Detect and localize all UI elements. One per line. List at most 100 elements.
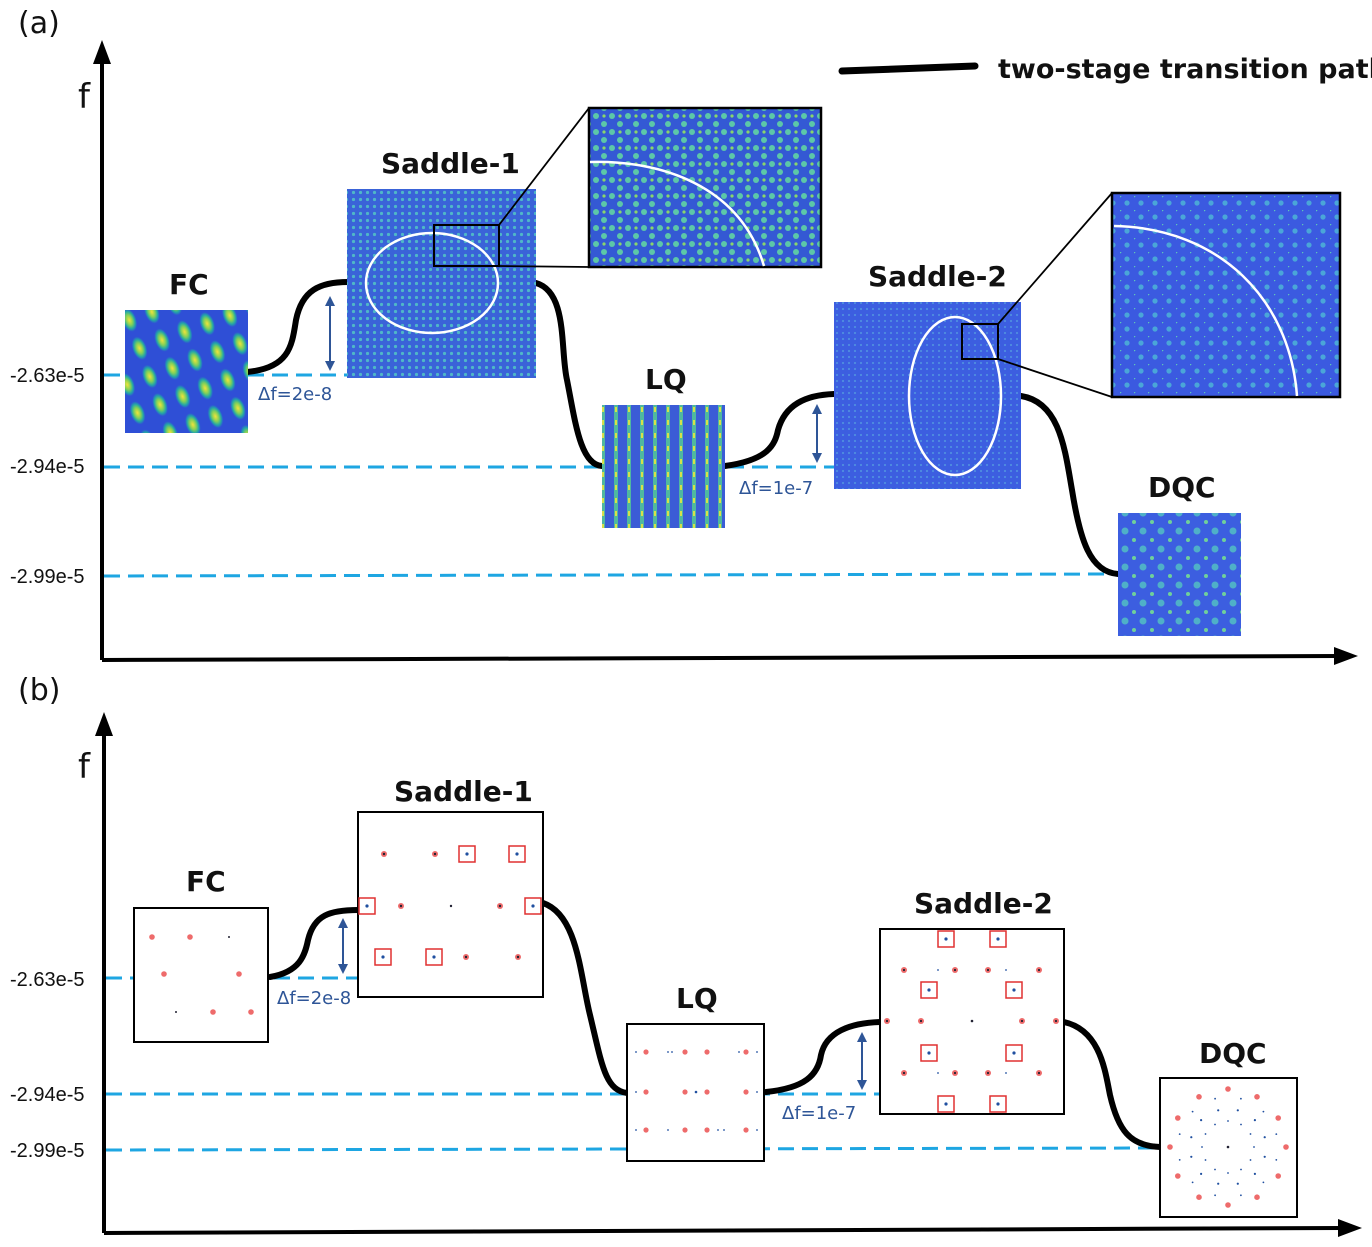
dqc-diffraction-peak <box>1214 1168 1216 1171</box>
panel-b-lq-peaks <box>643 1049 749 1133</box>
panel-a-f-label: f <box>78 77 91 117</box>
dqc-diffraction-peak <box>1249 1133 1252 1135</box>
dqc-diffraction-peak <box>1190 1136 1193 1139</box>
dqc-diffraction-peak <box>1254 1094 1260 1100</box>
dqc-diffraction-peak <box>1204 1159 1207 1161</box>
panel-a-delta2-arrowhead-up <box>812 404 822 414</box>
dqc-diffraction-peak <box>1178 1159 1181 1161</box>
dqc-diffraction-peak <box>1227 1120 1229 1122</box>
panel-b-saddle1-frame <box>357 811 544 998</box>
dqc-diffraction-peak <box>1240 1097 1242 1100</box>
dqc-diffraction-peak <box>1214 1194 1216 1197</box>
dqc-diffraction-peak <box>1253 1119 1256 1122</box>
panel-b-delta2-arrowhead-up <box>857 1032 867 1042</box>
dqc-diffraction-peak <box>1240 1194 1242 1197</box>
panel-a-x-axis <box>101 654 1341 662</box>
panel-a-saddle1-label: Saddle-1 <box>381 147 520 180</box>
dqc-diffraction-peak <box>1275 1173 1281 1179</box>
dqc-diffraction-peak <box>1236 1109 1239 1112</box>
panel-a-saddle1-zoom-arc <box>589 160 766 267</box>
panel-b-delta2-label: Δf=1e-7 <box>782 1103 856 1124</box>
dqc-diffraction-peak <box>1227 1172 1229 1174</box>
panel-b-fc-label: FC <box>186 865 226 898</box>
dqc-diffraction-peak <box>1275 1115 1281 1121</box>
panel-b-saddle2-highlight-boxes <box>920 930 1023 1113</box>
dqc-diffraction-peak <box>1204 1133 1207 1135</box>
panel-a-level-3-line <box>103 572 1119 578</box>
panel-a-x-arrowhead <box>1334 647 1358 665</box>
panel-b-saddle2-peaks <box>884 937 1059 1106</box>
panel-a-delta1-arrowhead-down <box>325 361 335 371</box>
dqc-diffraction-peak <box>1167 1144 1173 1150</box>
dqc-diffraction-peak <box>1236 1182 1239 1185</box>
panel-b-delta1-arrowhead-down <box>338 964 348 974</box>
dqc-diffraction-peak <box>1214 1123 1216 1126</box>
panel-a-saddle2-zoom-box <box>961 323 999 360</box>
panel-b-path-segment-1 <box>267 907 361 980</box>
panel-b: (b) f -2.63e-5 -2.94e-5 -2.99e-5 FC <box>10 673 1362 1237</box>
dqc-diffraction-peak <box>1191 1110 1194 1113</box>
panel-b-path-segment-3 <box>763 1019 883 1095</box>
panel-a-level-1-label: -2.63e-5 <box>10 365 85 387</box>
dqc-diffraction-peak <box>1275 1133 1278 1135</box>
panel-b-dqc-frame <box>1159 1077 1298 1218</box>
dqc-diffraction-peak <box>1249 1159 1252 1161</box>
panel-a-y-arrowhead <box>93 40 111 64</box>
panel-b-saddle1-highlight-boxes <box>358 845 542 966</box>
panel-b-saddle1-peaks <box>365 851 535 960</box>
panel-a-delta2-label: Δf=1e-7 <box>739 478 813 499</box>
panel-b-fc-peaks <box>149 934 254 1015</box>
panel-a-lq-pattern <box>602 405 725 528</box>
panel-b-level-3-line <box>105 1146 1161 1152</box>
panel-a-saddle2-zoom-arc <box>1113 224 1299 397</box>
dqc-diffraction-peak <box>1253 1146 1255 1148</box>
dqc-diffraction-peak <box>1275 1159 1278 1161</box>
panel-a-delta2-arrowhead-down <box>812 453 822 463</box>
panel-b-saddle2-label: Saddle-2 <box>914 887 1053 920</box>
dqc-diffraction-peak <box>1225 1086 1231 1092</box>
panel-b-y-arrowhead <box>95 712 113 736</box>
panel-a-saddle2-ellipse <box>907 315 1003 477</box>
panel-a-fc-label: FC <box>169 268 209 301</box>
dqc-diffraction-peak <box>1214 1097 1216 1100</box>
dqc-diffraction-peak <box>1200 1119 1203 1122</box>
panel-a-delta1-label: Δf=2e-8 <box>258 384 332 405</box>
panel-b-f-label: f <box>78 747 91 787</box>
panel-a-saddle1-ellipse <box>364 231 500 335</box>
panel-a-path-segment-4 <box>1018 393 1121 577</box>
panel-a-saddle2-zoom-line-bottom <box>997 358 1113 398</box>
panel-b-delta1-arrowhead-up <box>338 918 348 928</box>
dqc-diffraction-peak <box>1262 1110 1265 1113</box>
dqc-diffraction-peak <box>1240 1168 1242 1171</box>
dqc-diffraction-peak <box>1263 1155 1266 1158</box>
dqc-diffraction-peak <box>1254 1194 1260 1200</box>
dqc-diffraction-peak <box>1217 1182 1220 1185</box>
dqc-diffraction-peak <box>1200 1172 1203 1175</box>
dqc-diffraction-peak <box>1263 1136 1266 1139</box>
panel-b-x-arrowhead <box>1338 1219 1362 1237</box>
dqc-diffraction-peak <box>1190 1155 1193 1158</box>
panel-a-saddle1-zoom-line-bottom <box>498 265 590 268</box>
dqc-diffraction-peak <box>1196 1094 1202 1100</box>
panel-a-dqc-label: DQC <box>1148 471 1216 504</box>
panel-a-dqc-pattern <box>1118 513 1241 636</box>
panel-a-path-segment-1 <box>244 279 351 375</box>
panel-a-saddle2-zoom-inset <box>1110 191 1342 399</box>
panel-b-path-segment-4 <box>1061 1019 1163 1150</box>
panel-b-level-1-label: -2.63e-5 <box>10 969 85 991</box>
panel-a: (a) f two-stage transition path -2.63e-5… <box>10 6 1372 665</box>
panel-a-saddle2-zoom-line-top <box>997 192 1113 325</box>
panel-b-path-segment-2 <box>540 900 630 1096</box>
panel-a-path-segment-2 <box>533 280 605 469</box>
panel-a-saddle1-zoom-box <box>433 224 500 267</box>
panel-a-fc-pattern <box>125 310 248 433</box>
panel-a-saddle1-zoom-line-top <box>498 107 590 226</box>
panel-b-fc-frame <box>133 907 269 1043</box>
panel-b-dqc-label: DQC <box>1199 1037 1267 1070</box>
panel-a-saddle1-pattern <box>347 189 536 378</box>
panel-b-delta2-arrowhead-down <box>857 1080 867 1090</box>
dqc-center-peak <box>1226 1145 1230 1149</box>
panel-a-path-segment-3 <box>722 391 837 469</box>
panel-a-level-2-label: -2.94e-5 <box>10 456 85 478</box>
panel-b-fc-weak-peak <box>175 1011 177 1013</box>
